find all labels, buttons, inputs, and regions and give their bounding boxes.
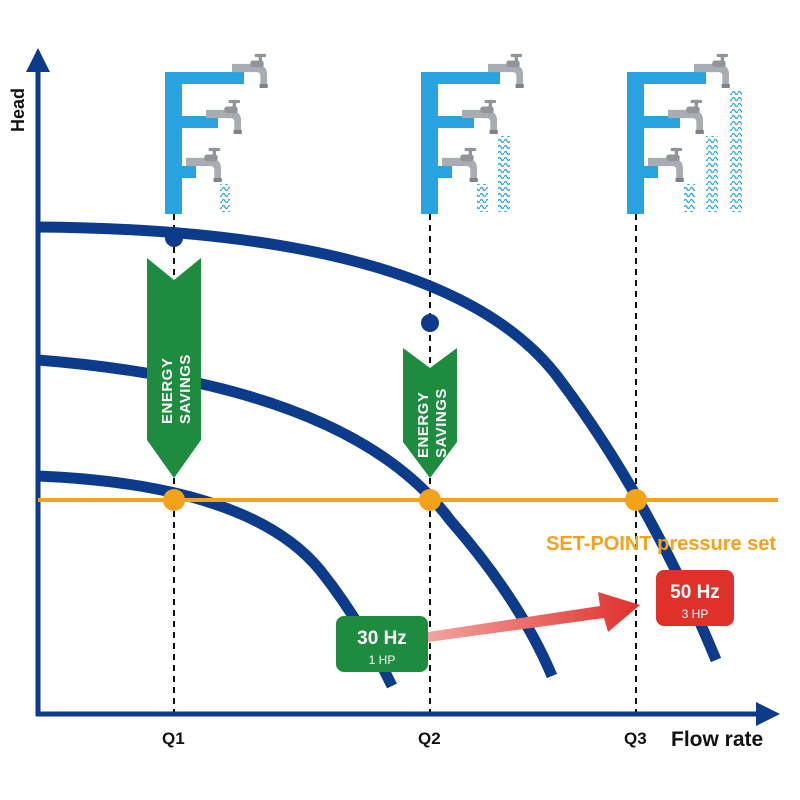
frequency-increase-arrow [428,592,640,642]
curve-point-q2-top [421,314,439,332]
faucet-icon [462,99,498,134]
x-tick-q3: Q3 [624,729,647,748]
badge-30hz-power: 1 HP [369,653,396,667]
badge-50hz-power: 3 HP [682,607,709,621]
faucet-group-q2 [421,53,524,214]
water-stream-icon [498,136,510,212]
setpoint-point-q2 [419,489,441,511]
setpoint-label: SET-POINT pressure set [546,533,776,555]
y-axis-arrowhead [26,48,50,72]
faucet-icon [206,99,242,134]
curve-point-q1-top [165,229,183,247]
water-stream-icon [684,184,695,212]
badge-30hz-frequency: 30 Hz [357,628,407,649]
water-stream-icon [477,184,488,212]
water-pipe [165,72,244,214]
x-axis-arrowhead [756,702,780,726]
pump-curve-50hz [37,221,722,663]
faucet-icon [668,99,704,134]
water-stream-icon [706,136,718,212]
setpoint-point-q3 [625,489,647,511]
water-pipe [627,72,706,214]
water-stream-icon [730,90,742,212]
x-tick-q2: Q2 [418,729,441,748]
energy-savings-arrow-q2: ENERGY SAVINGS [403,348,457,478]
water-pipe [421,72,500,214]
badge-50hz-frequency: 50 Hz [670,582,720,603]
badge-50hz: 50 Hz 3 HP [656,570,734,626]
water-stream-icon [220,184,230,212]
savings-text-line2: SAVINGS [433,388,450,458]
energy-savings-arrow-q1: ENERGY SAVINGS [147,258,201,478]
setpoint-point-q1 [163,489,185,511]
faucet-group-q3 [627,53,742,214]
x-tick-q1: Q1 [162,729,185,748]
savings-text-line1: ENERGY [159,358,176,424]
savings-text-line1: ENERGY [415,392,432,458]
x-axis-label: Flow rate [671,728,763,751]
y-axis-label: Head [8,88,28,132]
savings-text-line2: SAVINGS [177,354,194,424]
faucet-group-q1 [165,53,268,214]
badge-30hz: 30 Hz 1 HP [336,616,428,672]
